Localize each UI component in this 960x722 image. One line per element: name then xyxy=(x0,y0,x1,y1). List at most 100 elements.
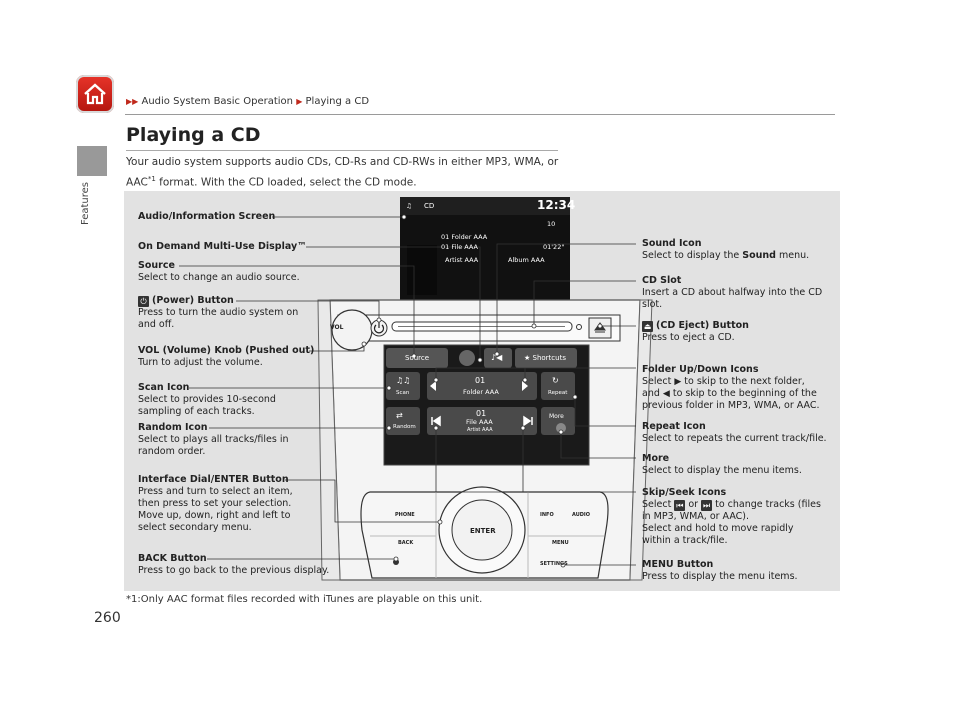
file-number: 01 xyxy=(476,409,487,418)
label-title: Scan Icon xyxy=(138,382,190,393)
page-number: 260 xyxy=(94,610,121,626)
label-title: Folder Up/Down Icons xyxy=(642,364,759,375)
screen-file: 01 File AAA xyxy=(441,243,478,251)
label-desc-3: to change tracks (files in MP3, WMA, or … xyxy=(642,499,821,522)
source-label: Source xyxy=(405,354,430,362)
label-desc: Select to repeats the current track/file… xyxy=(642,433,827,444)
breadcrumb-arrow-icon: ▶ xyxy=(296,97,303,106)
random-glyph-icon: ⇄ xyxy=(396,411,403,420)
label-title: Random Icon xyxy=(138,422,208,433)
label-desc: Press to display the menu items. xyxy=(642,571,798,582)
track-panel xyxy=(427,407,537,435)
enter-button[interactable] xyxy=(451,499,513,561)
skip-forward-icon: ⏭ xyxy=(701,500,713,511)
more-label: More xyxy=(549,413,564,420)
breadcrumb-current: Playing a CD xyxy=(305,96,370,107)
repeat-icon[interactable] xyxy=(541,372,575,400)
info-button[interactable]: INFO xyxy=(540,512,554,518)
intro-text-cont: format. With the CD loaded, select the C… xyxy=(155,176,417,189)
random-label: Random xyxy=(393,424,416,430)
scan-glyph-icon: ♫♫ xyxy=(396,376,411,385)
vol-label: VOL xyxy=(330,324,344,331)
label-desc-3: and xyxy=(642,388,660,399)
label-title: MENU Button xyxy=(642,559,714,570)
screen-mode: CD xyxy=(424,202,435,210)
folder-name: Folder AAA xyxy=(463,388,499,396)
label-desc: Select xyxy=(642,499,672,510)
screen-clock: 12:34 xyxy=(537,198,576,212)
page-title: Playing a CD xyxy=(126,124,261,146)
header-divider xyxy=(125,114,835,115)
label-desc: Select xyxy=(642,376,672,387)
label-desc-4: Select and hold to move rapidly within a… xyxy=(642,523,794,546)
home-icon xyxy=(84,83,106,105)
skip-back-icon: ⏮ xyxy=(674,500,686,511)
folder-up-icon[interactable] xyxy=(522,381,528,391)
label-title: Repeat Icon xyxy=(642,421,706,432)
label-desc-2: to skip to the next folder, xyxy=(684,376,805,387)
label-title: Skip/Seek Icons xyxy=(642,487,727,498)
label-title: VOL (Volume) Knob (Pushed out) xyxy=(138,345,315,356)
label-title: On Demand Multi-Use Display™ xyxy=(138,241,307,252)
skip-back-icon[interactable] xyxy=(431,415,441,427)
settings-button[interactable]: SETTINGS xyxy=(540,561,568,567)
breadcrumb: ▶▶ Audio System Basic Operation ▶ Playin… xyxy=(126,96,369,107)
prev-folder-icon: ◀ xyxy=(662,389,670,399)
folder-panel xyxy=(427,372,537,400)
music-icon: ♫ xyxy=(406,202,412,210)
sound-icon[interactable] xyxy=(484,348,512,368)
footnote: *1:Only AAC format files recorded with i… xyxy=(126,594,483,605)
label-desc: Press to turn the audio system on and of… xyxy=(138,307,299,330)
home-button[interactable] xyxy=(76,75,114,113)
repeat-label: Repeat xyxy=(548,390,568,396)
label-odmd: On Demand Multi-Use Display™ xyxy=(138,241,307,253)
menu-button[interactable]: MENU xyxy=(552,540,569,546)
power-icon xyxy=(373,322,385,334)
scan-label: Scan xyxy=(396,390,410,396)
folder-number: 01 xyxy=(475,376,486,385)
back-button[interactable]: BACK xyxy=(398,540,414,546)
label-desc: Select to change an audio source. xyxy=(138,272,300,283)
label-desc-4: to skip to the beginning of the xyxy=(672,388,817,399)
enter-label: ENTER xyxy=(470,527,496,535)
breadcrumb-arrow-icon: ▶▶ xyxy=(126,97,139,106)
shortcuts-icon[interactable] xyxy=(515,348,577,368)
label-desc-5: previous folder in MP3, WMA, or AAC. xyxy=(642,400,820,411)
source-icon[interactable] xyxy=(386,348,448,368)
label-title: More xyxy=(642,453,670,464)
label-title: BACK Button xyxy=(138,553,207,564)
sound-glyph-icon: ♪◀ xyxy=(491,353,503,362)
label-desc: Select to provides 10-second sampling of… xyxy=(138,394,276,417)
label-desc: Insert a CD about halfway into the CD sl… xyxy=(642,287,823,310)
label-title: Audio/Information Screen xyxy=(138,211,276,222)
screen-album: Album AAA xyxy=(508,256,545,264)
screen-time: 01'22" xyxy=(543,243,565,251)
label-desc: Press to go back to the previous display… xyxy=(138,565,330,576)
skip-forward-icon[interactable] xyxy=(523,415,533,427)
label-desc: Press and turn to select an item, then p… xyxy=(138,486,293,509)
title-divider xyxy=(126,150,558,151)
scan-icon[interactable] xyxy=(386,372,420,400)
section-tab[interactable] xyxy=(77,146,107,176)
footnote-ref[interactable]: *1 xyxy=(147,175,156,183)
power-icon: ⏻ xyxy=(138,296,149,307)
leader-lines xyxy=(179,214,636,568)
phone-button[interactable]: PHONE xyxy=(395,512,415,518)
breadcrumb-link-audio-basic[interactable]: Audio System Basic Operation xyxy=(141,96,294,107)
file-name: File AAA xyxy=(466,418,493,426)
random-icon[interactable] xyxy=(386,407,420,435)
repeat-glyph-icon: ↻ xyxy=(552,376,559,385)
label-title: Interface Dial/ENTER Button xyxy=(138,474,289,485)
folder-down-icon[interactable] xyxy=(430,381,436,391)
audio-button[interactable]: AUDIO xyxy=(572,512,591,518)
more-icon[interactable] xyxy=(556,423,566,433)
